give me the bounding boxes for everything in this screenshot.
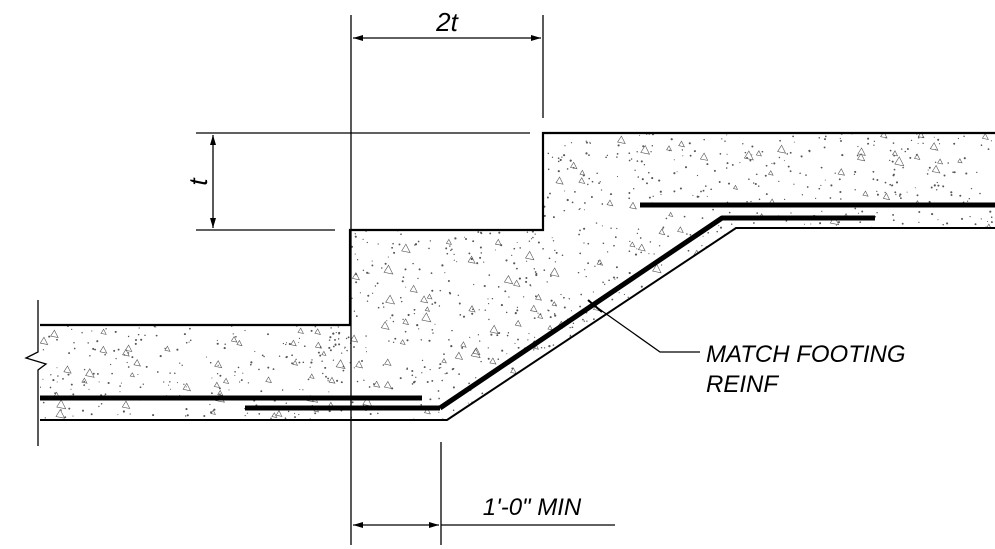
concrete-footing-section [40,133,995,420]
footing-bottom-edge [40,227,995,421]
footing-top-edge [40,131,995,327]
dimension-label-lap: 1'-0" MIN [483,494,582,521]
note-text-line2: REINF [706,371,779,398]
bent-step-rebar [438,215,875,411]
dimension-label-t: t [183,177,213,186]
leader-tick [587,299,603,313]
note-text-line1: MATCH FOOTING [706,341,906,368]
dimension-label-2t: 2t [435,7,459,37]
note-leader-line [594,305,700,353]
break-line-symbol [24,300,48,446]
